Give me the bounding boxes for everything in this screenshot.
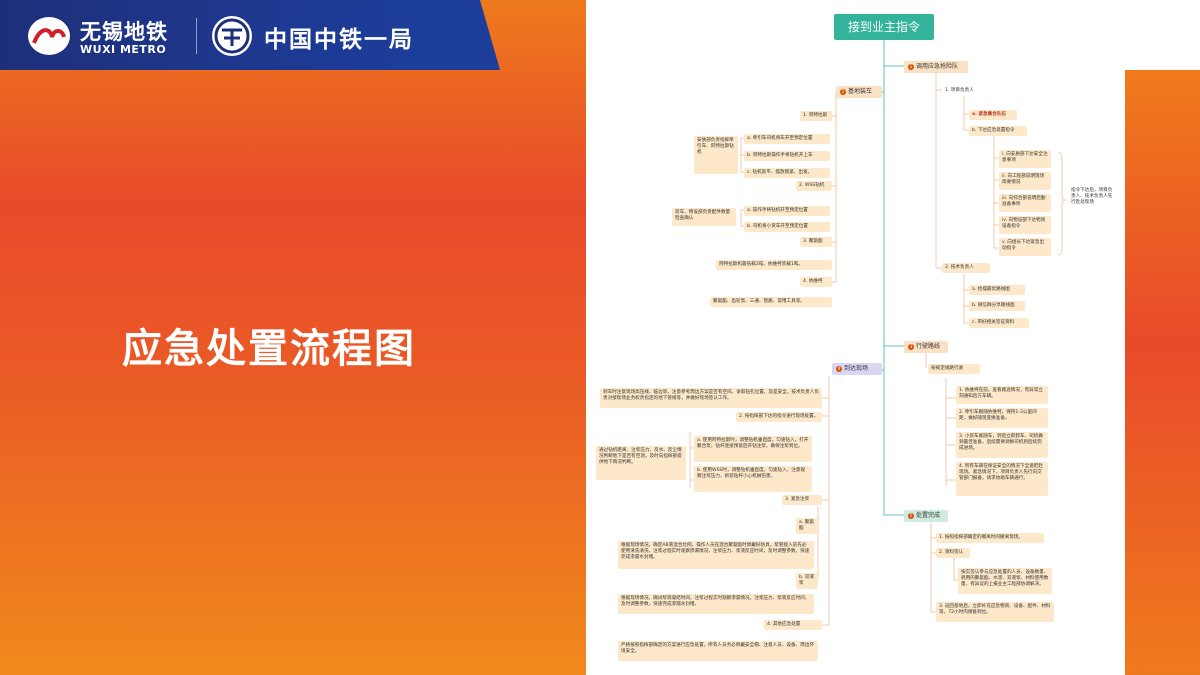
section-2-number: 2: [840, 89, 846, 95]
s1-item-3: iii. 向综合部说明后勤准备事项: [999, 194, 1051, 212]
s5-e2-node: 2. 资料签认: [936, 548, 970, 558]
s2-c2-note: 装车、物设部负责配件数量检查确认: [672, 208, 736, 226]
metro-name-en: WUXI METRO: [80, 43, 167, 56]
section-3-label: 行驶路线: [916, 343, 941, 350]
s1-b3-node: c. 带好相关签证资料: [969, 318, 1029, 328]
s5-e3-node: 3. 返回基地后，立即补充应急物资、设备、配件、材料等，72小时内储备到位。: [936, 602, 1054, 622]
s2-c1-item-1: a. 牵引车司机将车开至预定位置: [744, 134, 830, 144]
right-stripe: [1125, 70, 1200, 675]
s1-a-node: 1. 项目负责人: [945, 88, 974, 93]
section-1-label: 调用应急抢险队: [916, 63, 959, 70]
section-3-number: 3: [908, 344, 914, 350]
s2-c4-note: 聚氨酯、齿轮泵、三通、管路、常用工具等。: [710, 297, 832, 307]
s1-b2-node: b. 微信群分享路线图: [969, 301, 1025, 311]
section-4-label: 到达现场: [844, 365, 869, 372]
s4-d2-a-note: 根据现场情况，确定AB液混合比例，操作人员在混合聚氨酯时佩戴好防具，浆管接入前先…: [618, 541, 814, 569]
section-5-label: 处置完成: [916, 512, 941, 519]
crec-name-cn: 中国中铁一局: [264, 27, 414, 53]
s1-a2-node: b. 下达应急处置指令: [969, 126, 1027, 136]
s1-item-5: v. 向组长下达紧急出动指令: [999, 238, 1051, 256]
crec-logo-icon: [212, 16, 252, 56]
left-panel: [0, 0, 586, 675]
root-node: 接到业主指令: [834, 14, 934, 40]
s4-d2-b-note: 根据现场情况，确试浆液凝结时间，注浆过程实时观察渗漏情况，注浆压力、浆液反应时间…: [618, 594, 814, 614]
s4-d1-node: 2. 按指挥部下达的指令进行现场处置。: [736, 412, 822, 422]
s1-item-2: ii. 向工程部说明现场简要情况: [999, 172, 1051, 190]
metro-name-cn: 无锡地铁: [80, 20, 168, 44]
s1-a1-node: a. 紧急集合队伍: [969, 110, 1017, 120]
s4-d0-node: 到车时注意现场高压线、临边等，注意参考周边方案是否有空间、争取钻孔位置，及是安全…: [600, 388, 822, 408]
s3-sub-node: 按规定线路行驶: [928, 364, 980, 374]
section-1-number: 1: [908, 64, 914, 70]
s1-b-node: 2. 技术负责人: [942, 263, 990, 273]
s2-c4-node: 4. 依维柯: [800, 277, 832, 287]
s5-e2-note: 按实签认参与应急处置的人员、设备数量、耗用的聚氨酯、水泥、双液浆、材料使用数量、…: [958, 568, 1052, 594]
section-2-label: 基地装车: [848, 88, 873, 95]
s4-d1-item-2: b. 使用WSS时，调整钻机垂直度，匀速钻入，注意观察注浆压力，拆装钻杆小心机械…: [694, 466, 812, 492]
s2-c2-node: 2. WSS钻机: [796, 181, 832, 191]
s1-b1-node: a. 抢摆最优路线图: [969, 285, 1025, 295]
s1-item-4: iv. 向物设部下达物资设备指令: [999, 216, 1051, 234]
s3-item-4: 4. 所有车辆在保证安全的情况下全速赶赴现场。紧急情况下，项目负责人先行向交管部…: [956, 462, 1048, 496]
s4-d1-item-1: a. 使用阿特拉斯时，调整钻机垂直度，匀速钻入，打开聚合泵，钻杆连接预紧后开钻注…: [694, 436, 812, 462]
s3-item-1: 1. 依维柯在前，查看路途情况，有异常立刻通知后方车辆。: [956, 386, 1048, 404]
wuxi-metro-logo-icon: [28, 17, 70, 55]
s2-c3-note: 阿特拉斯机最低载2吨、依维柯装载1吨。: [716, 260, 832, 270]
section-4-number: 4: [836, 366, 842, 372]
s2-c3-node: 3. 聚氨酯: [800, 237, 832, 247]
s4-d3-node: 4. 其他应急处置: [764, 620, 822, 630]
s4-d2-node: 3. 紧急注浆: [782, 495, 822, 505]
s2-c1-item-3: c. 钻机就平、摆放锁紧、出发。: [744, 168, 830, 178]
s5-e1-node: 1. 按照指挥部确定的撤离时间撤离现场。: [936, 533, 1044, 543]
s1-item-1: i. 向安质部下达安全注意事项: [999, 150, 1051, 168]
header-divider: [196, 18, 197, 54]
s4-d1-note: 通过钻机距离、注浆压力、反水、反尘情况判断地下是否有空洞，及时向指挥部提供地下情…: [596, 446, 686, 480]
s2-c2-item-2: b. 司机将小货车开至预定位置: [744, 222, 830, 232]
s2-c1-note: 安质部负责指挥牵引车、阿特拉斯钻机: [694, 136, 738, 174]
s3-item-3: 3. 小货车尾随车，到后立即卸车、司机做到最佳准备，后续需要调换司机到后续完成进…: [956, 432, 1048, 458]
s4-d3-note: 严格按照指挥部确定的方案进行应急处置，所有人员务必佩戴安全帽、注意人员、设备、周…: [618, 641, 818, 661]
s2-c1-node: 1. 阿特拉斯: [800, 111, 832, 121]
s2-c2-item-1: a. 操作手将钻机开至预定位置: [744, 206, 830, 216]
mindmap-connectors: [689, 40, 1067, 626]
section-5-number: 5: [908, 513, 914, 519]
s1-note: 指令下达后，项目负责人、技术负责人先行赴处现场: [1071, 188, 1113, 205]
s3-item-2: 2. 牵引车跟随依维柯，保持1-3公里间距，做好随现变换准备。: [956, 408, 1048, 428]
s4-d2-a-node: a. 聚氨酯: [796, 518, 818, 534]
page-title: 应急处置流程图: [122, 326, 416, 372]
s4-d2-b-node: b. 双液浆: [796, 573, 818, 589]
s2-c1-item-2: b. 阿特拉斯操作手将钻机开上车: [744, 151, 830, 161]
header-banner: 无锡地铁 WUXI METRO 中国中铁一局: [0, 0, 500, 70]
